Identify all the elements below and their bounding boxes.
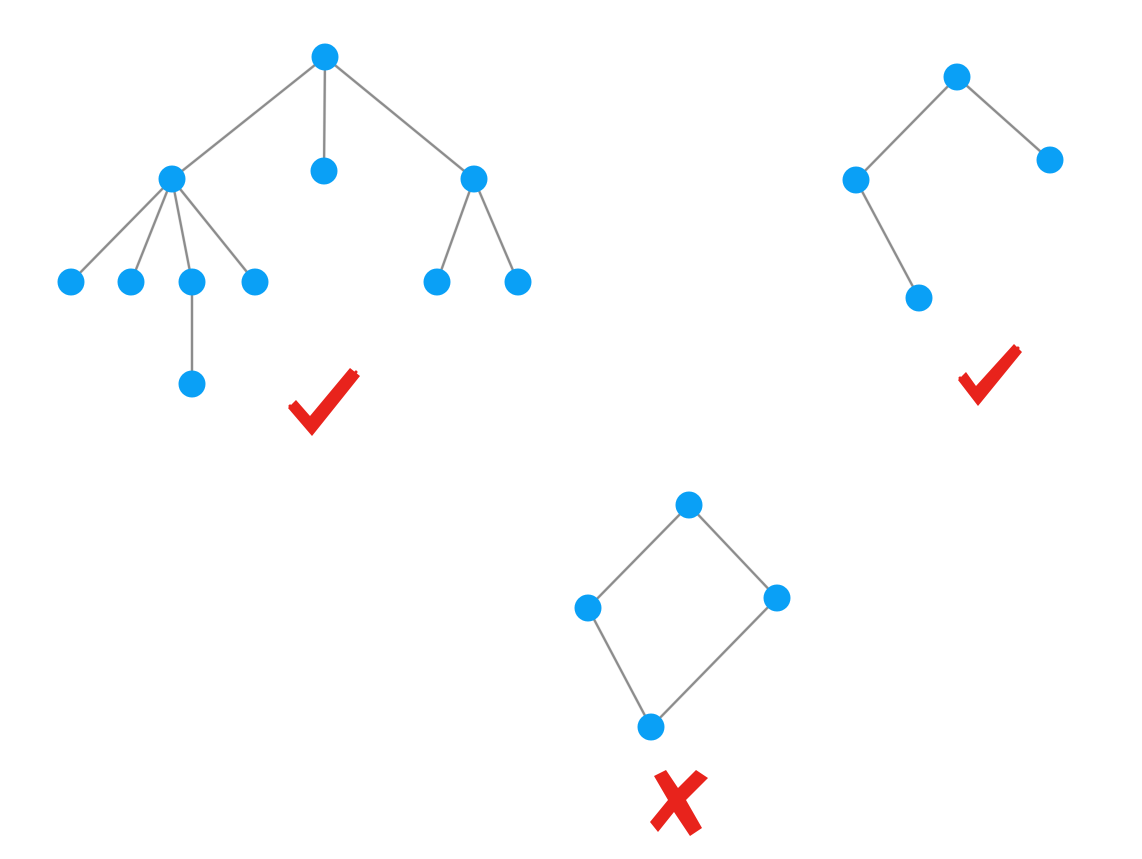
node-c xyxy=(460,165,488,193)
edge-a-a1 xyxy=(69,177,174,284)
edge-c-c1 xyxy=(435,177,476,284)
node-root xyxy=(311,43,339,71)
edge-left-left1 xyxy=(854,178,921,300)
node-bottom xyxy=(637,713,665,741)
edge-c-c2 xyxy=(472,177,520,284)
edge-root-left xyxy=(854,75,959,182)
node-a2 xyxy=(117,268,145,296)
node-a3x xyxy=(178,370,206,398)
edge-a-a4 xyxy=(170,177,257,284)
node-top xyxy=(675,491,703,519)
cross-icon xyxy=(650,770,708,836)
node-a3 xyxy=(178,268,206,296)
edge-left-bottom xyxy=(586,606,653,729)
node-a4 xyxy=(241,268,269,296)
edge-a-a3 xyxy=(170,177,194,284)
node-c1 xyxy=(423,268,451,296)
node-left xyxy=(842,166,870,194)
node-b xyxy=(310,157,338,185)
node-right xyxy=(763,584,791,612)
edge-root-right xyxy=(955,75,1052,162)
node-a1 xyxy=(57,268,85,296)
edge-top-right xyxy=(687,503,779,600)
node-left xyxy=(574,594,602,622)
cycle-graph xyxy=(574,491,791,741)
node-right xyxy=(1036,146,1064,174)
node-root xyxy=(943,63,971,91)
edge-right-bottom xyxy=(649,596,779,729)
node-a xyxy=(158,165,186,193)
edge-top-left xyxy=(586,503,691,610)
node-left1 xyxy=(905,284,933,312)
edge-root-b xyxy=(322,55,327,173)
edge-a-a2 xyxy=(129,177,174,284)
checkmark-icon xyxy=(958,344,1022,406)
node-c2 xyxy=(504,268,532,296)
tree-large-graph xyxy=(57,43,532,398)
checkmark-icon xyxy=(288,368,360,436)
tree-small-graph xyxy=(842,63,1064,312)
edge-root-c xyxy=(323,55,476,181)
edge-root-a xyxy=(170,55,327,181)
